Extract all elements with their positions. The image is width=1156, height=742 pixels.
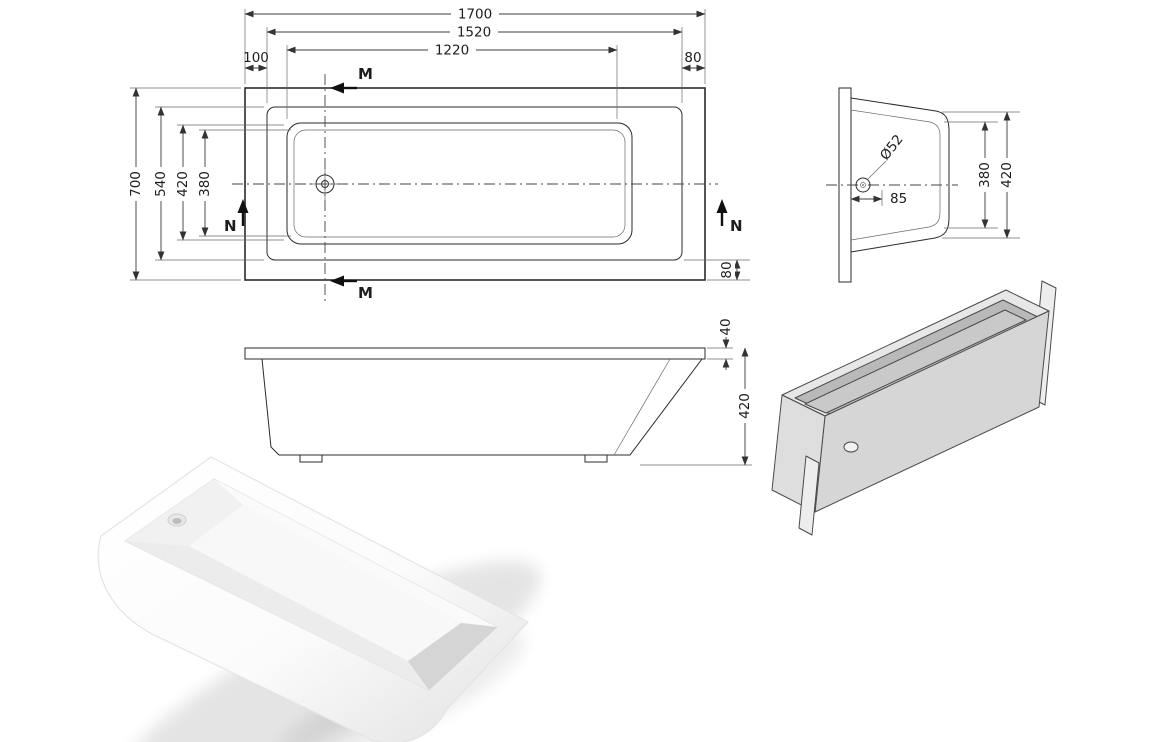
label-background: [428, 43, 476, 57]
label-background: [450, 25, 498, 39]
foot-right: [584, 454, 608, 463]
inner-foot-wall: [408, 623, 497, 690]
section-arrow-icon: [330, 275, 344, 287]
dimension-label: 380: [977, 162, 993, 188]
section-dim-420: 420: [942, 111, 1020, 239]
plan-dim-420: 420: [175, 124, 284, 241]
body-outline: [261, 358, 703, 456]
plan-dim-1520: 1520: [266, 25, 683, 103]
plan-dim-100: 100: [243, 50, 269, 72]
dimension-label: 420: [737, 393, 753, 419]
label-background: [978, 158, 992, 192]
label-background: [738, 389, 752, 423]
section-arrow-icon: [237, 199, 249, 213]
section-dim-diameter: Ø52: [867, 132, 907, 180]
dimension-label: 1700: [458, 7, 492, 23]
plan-dim-1700: 1700: [244, 7, 706, 84]
section-label: N: [730, 217, 743, 235]
label-background: [1000, 158, 1014, 192]
inner-slope-line: [613, 358, 671, 456]
drain-circle: [855, 177, 871, 193]
elevation-dim-40: 40: [707, 318, 734, 370]
bottom-flange-plate: [798, 455, 820, 536]
dimension-label: 380: [197, 171, 213, 197]
dimension-label: 1220: [435, 43, 469, 59]
bathtub-photo-render: [97, 456, 541, 742]
section-label: M: [358, 65, 373, 83]
tub-rim-inner-rect: [266, 106, 683, 261]
dimension-label: 80: [684, 50, 701, 66]
inner-head-wall: [125, 479, 243, 546]
dimension-label: 420: [999, 162, 1015, 188]
tub-section-inner: [850, 109, 941, 241]
leader-line: [867, 160, 887, 180]
inner-front-wall: [125, 541, 429, 690]
section-dim-380: 380: [944, 121, 998, 229]
tub-section-outer: [850, 97, 950, 253]
dimension-label: Ø52: [877, 132, 907, 164]
dimension-label: 85: [890, 191, 907, 207]
label-background: [176, 167, 190, 201]
label-background: [723, 261, 735, 279]
drain-section-symbol: [855, 177, 871, 193]
dimension-label: 420: [175, 171, 191, 197]
plan-dim-700: 700: [128, 87, 241, 281]
rim-band: [244, 347, 706, 360]
section-marker-n-right: N: [716, 199, 743, 235]
side-elevation-view: 40 420: [244, 318, 753, 466]
label-background: [198, 167, 212, 201]
tub-basin-floor-rect: [293, 129, 626, 238]
plan-dim-380: 380: [197, 129, 291, 237]
section-marker-m-top: M: [330, 65, 373, 94]
section-arrow-icon: [716, 199, 728, 213]
plan-dim-1220: 1220: [286, 43, 618, 119]
dimension-label: 1520: [457, 25, 491, 41]
label-background: [129, 167, 143, 201]
drain-hole: [843, 441, 859, 453]
plan-dim-80-top: 80: [681, 50, 706, 72]
label-background: [451, 7, 499, 21]
plan-view: M M N N 1700 152: [128, 7, 750, 302]
end-section-view: Ø52 85 380 420: [826, 87, 1020, 283]
section-label: N: [224, 217, 237, 235]
overflow-hole-center: [172, 518, 182, 524]
label-background: [154, 167, 168, 201]
isometric-view: [771, 280, 1057, 536]
dimension-label: 80: [719, 261, 735, 278]
interior-floor: [804, 309, 1027, 414]
dimension-label: 700: [128, 171, 144, 197]
dimension-label: 40: [718, 318, 734, 335]
dimension-label: 540: [153, 171, 169, 197]
section-arrow-icon: [330, 82, 344, 94]
plan-dim-540: 540: [153, 106, 264, 261]
section-marker-m-bottom: M: [330, 275, 373, 302]
tub-basin-rect: [286, 122, 633, 245]
plan-dim-80-right: 80: [684, 259, 750, 281]
dimension-label: 100: [243, 50, 269, 66]
elevation-dim-420: 420: [640, 347, 753, 466]
section-dim-85: 85: [850, 190, 907, 207]
section-marker-n-left: N: [224, 199, 249, 235]
end-wall-face: [771, 394, 826, 513]
drain-inner-circle: [860, 182, 866, 188]
foot-left: [299, 454, 323, 463]
inner-back-wall: [214, 479, 497, 627]
section-label: M: [358, 284, 373, 302]
tub-floor: [189, 505, 461, 661]
